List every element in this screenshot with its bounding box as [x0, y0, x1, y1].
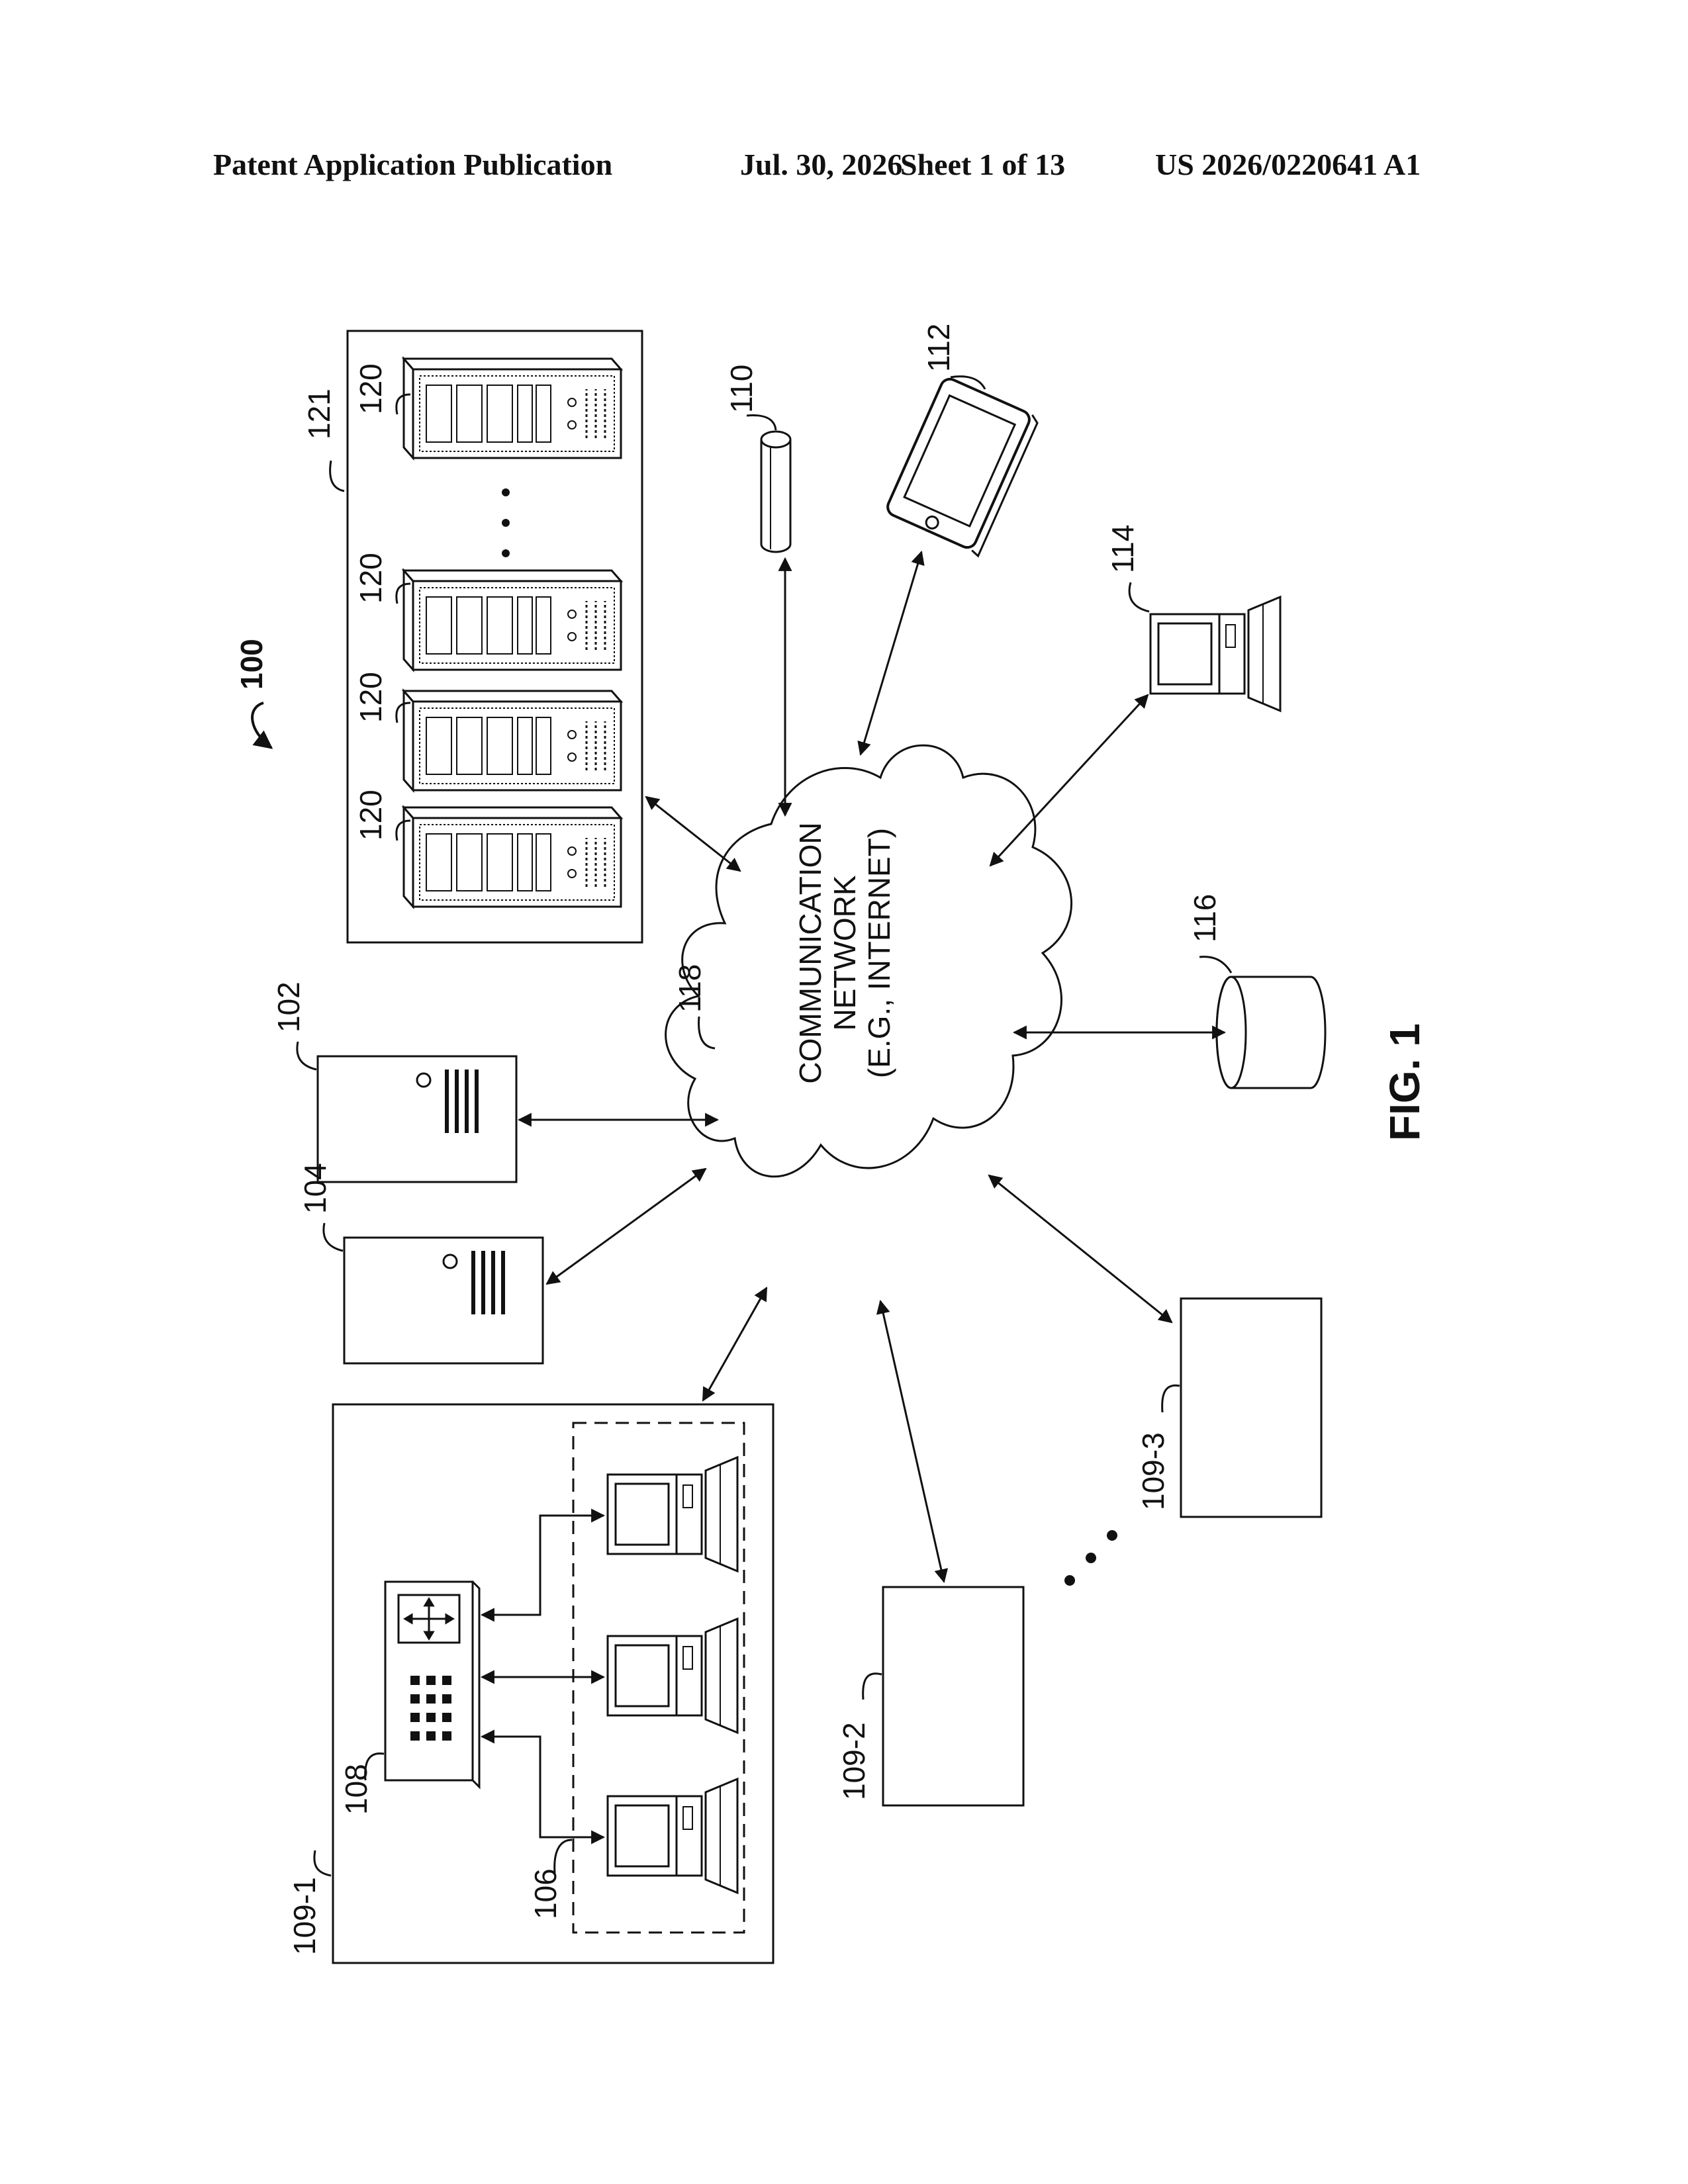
label-site-109-2: 109-2	[837, 1722, 871, 1800]
label-database-116: 116	[1188, 894, 1222, 942]
label-site-109-1: 109-1	[287, 1877, 322, 1955]
tablet-112	[884, 376, 1039, 556]
label-cluster-121: 121	[302, 388, 336, 439]
figure-label: FIG. 1	[1381, 1023, 1429, 1141]
router-108	[385, 1582, 479, 1787]
label-network-118: 118	[673, 964, 707, 1013]
label-site-109-3: 109-3	[1136, 1432, 1170, 1510]
label-server-120: 120	[353, 790, 388, 841]
site-109-2-box	[883, 1587, 1023, 1805]
label-tablet-112: 112	[921, 324, 956, 372]
database-116	[1217, 977, 1325, 1088]
label-computer-114: 114	[1105, 525, 1140, 573]
label-server-102: 102	[271, 981, 306, 1032]
server-102	[318, 1056, 516, 1182]
server-tower	[404, 570, 621, 670]
router-client-links	[482, 1516, 604, 1837]
label-system-100: 100	[234, 639, 269, 690]
label-router-108: 108	[339, 1764, 373, 1815]
ellipsis-sites	[1064, 1530, 1117, 1586]
client-computer	[608, 1457, 737, 1571]
computer-114	[1150, 597, 1280, 711]
label-disk-110: 110	[724, 365, 759, 413]
label-server-120: 120	[353, 363, 388, 414]
label-server-120: 120	[353, 672, 388, 723]
client-computer	[608, 1619, 737, 1733]
label-client-group-106: 106	[528, 1868, 563, 1919]
network-line-2: NETWORK	[827, 875, 862, 1030]
client-computer	[608, 1779, 737, 1893]
network-line-3: (E.G., INTERNET)	[862, 828, 896, 1078]
server-tower	[404, 691, 621, 790]
disk-110	[761, 432, 790, 552]
server-tower	[404, 807, 621, 907]
label-server-120: 120	[353, 553, 388, 604]
network-line-1: COMMUNICATION	[793, 822, 827, 1083]
site-109-3-box	[1181, 1298, 1321, 1517]
ellipsis-dots	[502, 488, 510, 557]
label-server-104: 104	[298, 1163, 332, 1214]
server-tower	[404, 359, 621, 458]
server-104	[344, 1238, 543, 1363]
